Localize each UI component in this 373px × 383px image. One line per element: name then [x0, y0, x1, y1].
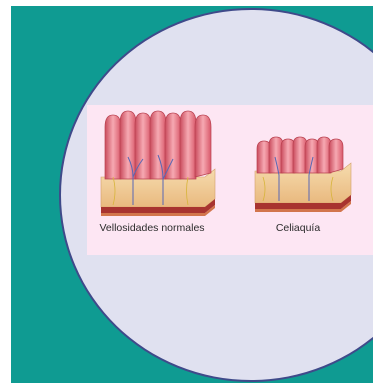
celiac-label: Celiaquía — [243, 222, 353, 234]
villi-illustration: Vellosidades normales Celiaquía — [87, 105, 373, 255]
celiac-villi-graphic — [249, 133, 359, 218]
normal-villi-graphic — [93, 107, 223, 222]
normal-villi-label: Vellosidades normales — [91, 222, 213, 234]
